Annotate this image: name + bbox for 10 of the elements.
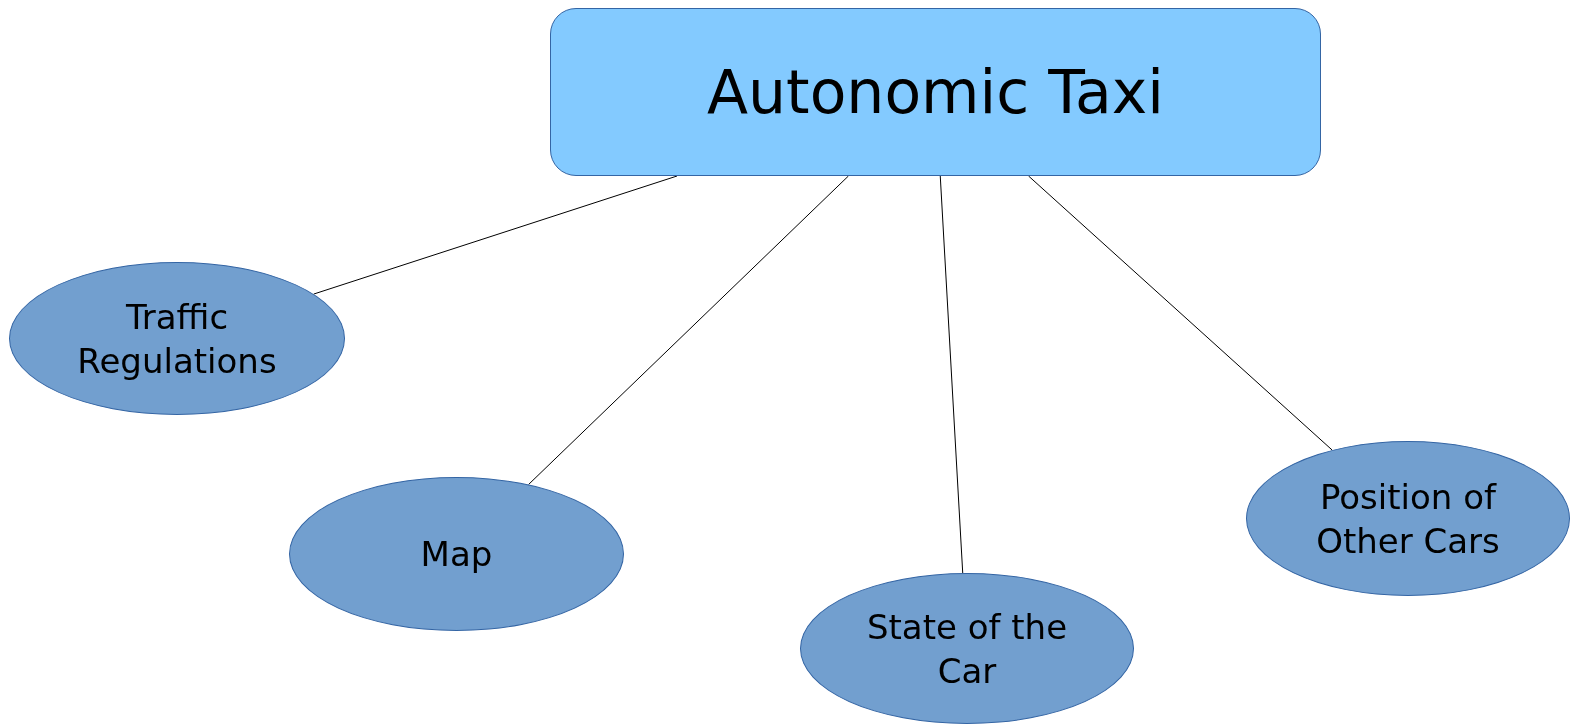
connector-line: [528, 175, 849, 485]
node-label: Map: [420, 533, 493, 576]
connector-line: [1028, 175, 1333, 451]
node-label: Position of Other Cars: [1315, 475, 1501, 563]
connector-line: [939, 175, 964, 574]
node-label: Autonomic Taxi: [707, 56, 1164, 129]
node-label: State of the Car: [865, 605, 1069, 693]
title-box: [550, 8, 1321, 176]
node-label: Traffic Regulations: [76, 295, 278, 383]
connector-line: [313, 175, 678, 295]
